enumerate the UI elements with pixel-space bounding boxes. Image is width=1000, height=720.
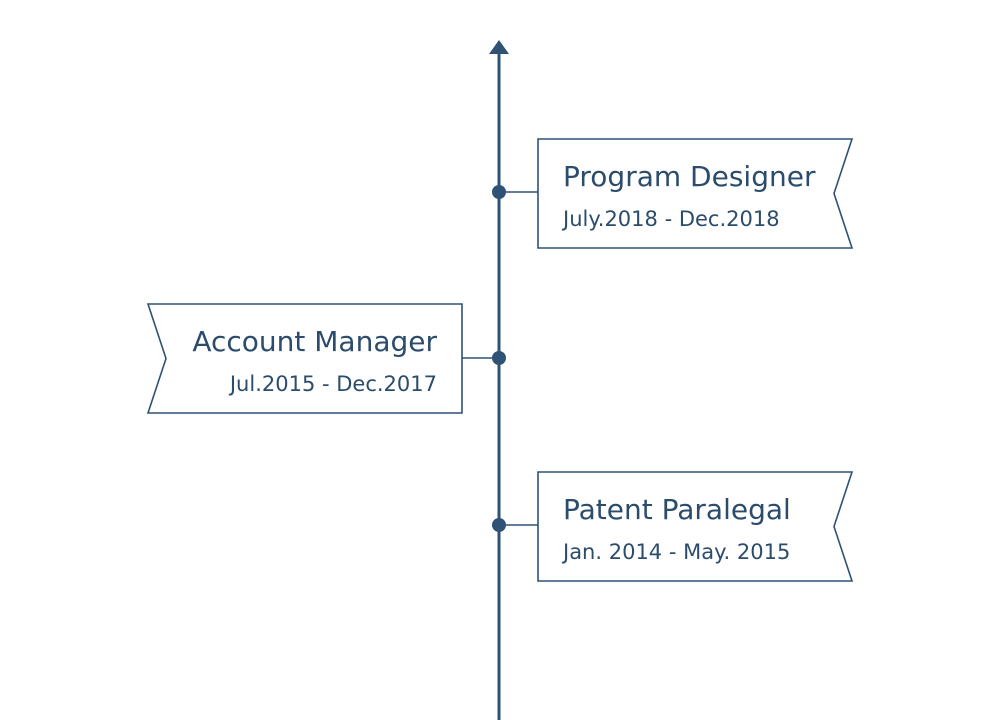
entry-title: Program Designer [563,160,816,193]
entry-dot [492,518,506,532]
timeline-arrow-head [489,40,509,54]
timeline-entry-program-designer: Program Designer July.2018 - Dec.2018 [492,138,854,249]
entry-flag [146,303,463,414]
entry-dates: Jul.2015 - Dec.2017 [228,372,437,396]
entry-dates: Jan. 2014 - May. 2015 [561,540,790,564]
entry-flag [537,138,854,249]
entry-dot [492,185,506,199]
entry-dot [492,351,506,365]
entry-title: Patent Paralegal [563,493,791,526]
entry-flag [537,471,854,582]
timeline-entry-patent-paralegal: Patent Paralegal Jan. 2014 - May. 2015 [492,471,854,582]
entry-dates: July.2018 - Dec.2018 [561,207,780,231]
entry-title: Account Manager [192,325,437,358]
timeline-entry-account-manager: Account Manager Jul.2015 - Dec.2017 [146,303,506,414]
